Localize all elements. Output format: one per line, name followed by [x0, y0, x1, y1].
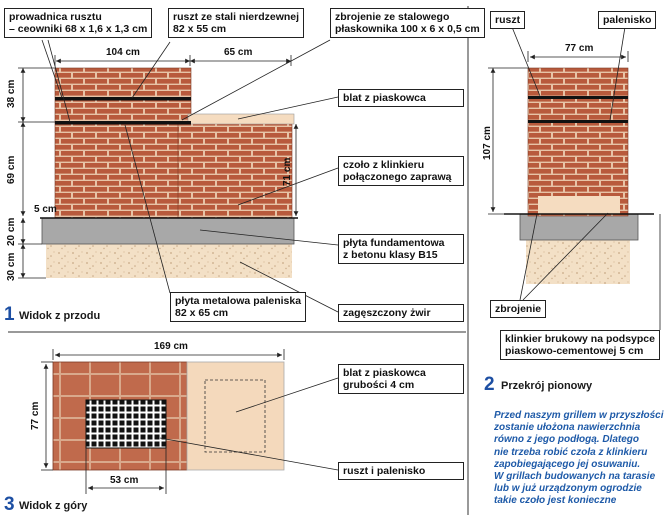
- dim-30: 30 cm: [6, 252, 17, 281]
- callout-foundation: płyta fundamentowa z betonu klasy B15: [338, 234, 464, 264]
- section-leaders: [511, 26, 661, 330]
- dim-section-107: 107 cm: [482, 126, 493, 160]
- top-grate: [85, 399, 167, 449]
- section-view: [504, 67, 654, 284]
- dim-38: 38 cm: [6, 79, 17, 108]
- brick-wall-right: [177, 122, 293, 219]
- callout-ruszt: ruszt: [490, 11, 526, 29]
- top-leaders: [159, 377, 339, 471]
- view-number-section: 2: [484, 374, 495, 395]
- grate: [55, 97, 191, 101]
- dim-top-169: 169 cm: [154, 341, 188, 352]
- callout-gravel: zagęszczony żwir: [338, 304, 464, 322]
- callout-grate-fire: ruszt i palenisko: [338, 462, 464, 480]
- section-wall: [527, 67, 629, 217]
- callout-rebar: zbrojenie ze stalowego płaskownika 100 x…: [330, 8, 485, 38]
- section-fire-plate: [528, 120, 628, 123]
- countertop: [187, 113, 295, 125]
- section-fire-bed: [538, 196, 620, 214]
- section-gravel: [526, 238, 630, 284]
- brick-wall-left: [54, 67, 192, 219]
- foundation-slab: [41, 217, 295, 245]
- dim-section-77: 77 cm: [565, 43, 594, 54]
- view-label-top: Widok z góry: [19, 500, 88, 512]
- top-countertop: [186, 361, 285, 471]
- front-dimensions: [18, 55, 299, 279]
- callout-countertop: blat z piaskowca: [338, 89, 464, 107]
- section-foundation: [519, 213, 639, 241]
- callout-fire-plate: płyta metalowa paleniska 82 x 65 cm: [170, 292, 307, 322]
- dim-top-53: 53 cm: [110, 475, 139, 486]
- front-leaders: [41, 39, 339, 313]
- countertop-outline: [204, 379, 266, 453]
- note-text: Przed naszym grillem w przyszłości zosta…: [494, 410, 664, 507]
- top-view: [52, 361, 285, 471]
- callout-steel-grate: ruszt ze stali nierdzewnej 82 x 55 cm: [168, 8, 305, 38]
- fire-plate: [55, 121, 191, 125]
- section-grate: [528, 96, 628, 99]
- callout-zbrojenie: zbrojenie: [490, 300, 547, 318]
- front-view: [40, 67, 298, 278]
- dim-20: 20 cm: [6, 217, 17, 246]
- callout-clinker-paving: klinkier brukowy na podsypce piaskowo-ce…: [500, 330, 660, 360]
- view-label-section: Przekrój pionowy: [501, 380, 593, 392]
- dim-top-77: 77 cm: [30, 401, 41, 430]
- dim-65: 65 cm: [224, 47, 253, 58]
- view-label-front: Widok z przodu: [19, 310, 101, 322]
- dim-69: 69 cm: [6, 155, 17, 184]
- callout-countertop-thickness: blat z piaskowca grubości 4 cm: [338, 364, 464, 394]
- callout-palenisko: palenisko: [598, 11, 657, 29]
- section-dimensions: [488, 51, 629, 215]
- dim-71: 71 cm: [282, 157, 293, 186]
- callout-clinker-face: czoło z klinkieru połączonego zaprawą: [338, 156, 464, 186]
- callout-rust-guide: prowadnica rusztu – ceowniki 68 x 1,6 x …: [4, 8, 153, 38]
- dim-104: 104 cm: [106, 47, 140, 58]
- dim-5: 5 cm: [34, 204, 57, 215]
- view-number-front: 1: [4, 304, 15, 325]
- top-dimensions: [41, 349, 285, 494]
- view-number-top: 3: [4, 494, 15, 515]
